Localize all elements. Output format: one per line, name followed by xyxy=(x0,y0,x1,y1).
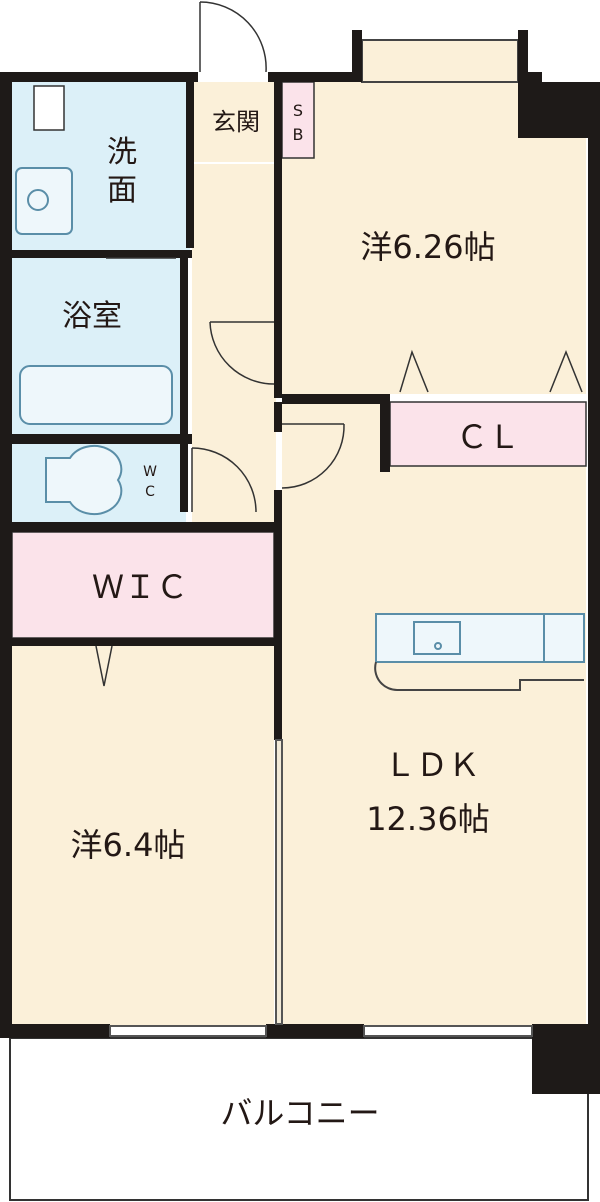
upper-western-room-label: 洋6.26帖 xyxy=(360,228,495,266)
wic-label: ＷＩＣ xyxy=(92,568,188,606)
closet xyxy=(389,401,587,467)
fixtures xyxy=(15,167,585,692)
toilet-label-w: W xyxy=(143,464,157,480)
entrance-area xyxy=(194,82,278,162)
walls xyxy=(0,30,600,1094)
shoe-box xyxy=(281,81,315,159)
kitchen-counter xyxy=(375,613,585,663)
ldk-label: ＬＤＫ xyxy=(384,746,480,784)
bathtub xyxy=(19,365,173,425)
toilet xyxy=(45,444,123,516)
entrance-label: 玄関 xyxy=(212,108,260,136)
bathroom-label: 浴室 xyxy=(62,299,122,334)
ldk-room xyxy=(282,404,586,1028)
closet-label: ＣＬ xyxy=(456,418,520,456)
windows xyxy=(109,739,533,1037)
bay-window xyxy=(361,39,519,83)
toilet-label-c: C xyxy=(145,484,155,500)
lower-western-room-label: 洋6.4帖 xyxy=(71,826,186,864)
washroom-label-2: 面 xyxy=(107,173,137,208)
washroom-label-1: 洗 xyxy=(107,135,137,170)
ldk-size-label: 12.36帖 xyxy=(366,800,490,838)
washer-alcove xyxy=(33,85,65,131)
shoebox-label-b: B xyxy=(293,125,304,144)
hallway xyxy=(192,164,276,522)
lower-western-room xyxy=(12,646,274,1028)
shoebox-label-s: S xyxy=(293,101,303,120)
balcony-area xyxy=(9,1037,589,1201)
doors xyxy=(95,1,583,687)
balcony-label: バルコニー xyxy=(220,1094,379,1132)
